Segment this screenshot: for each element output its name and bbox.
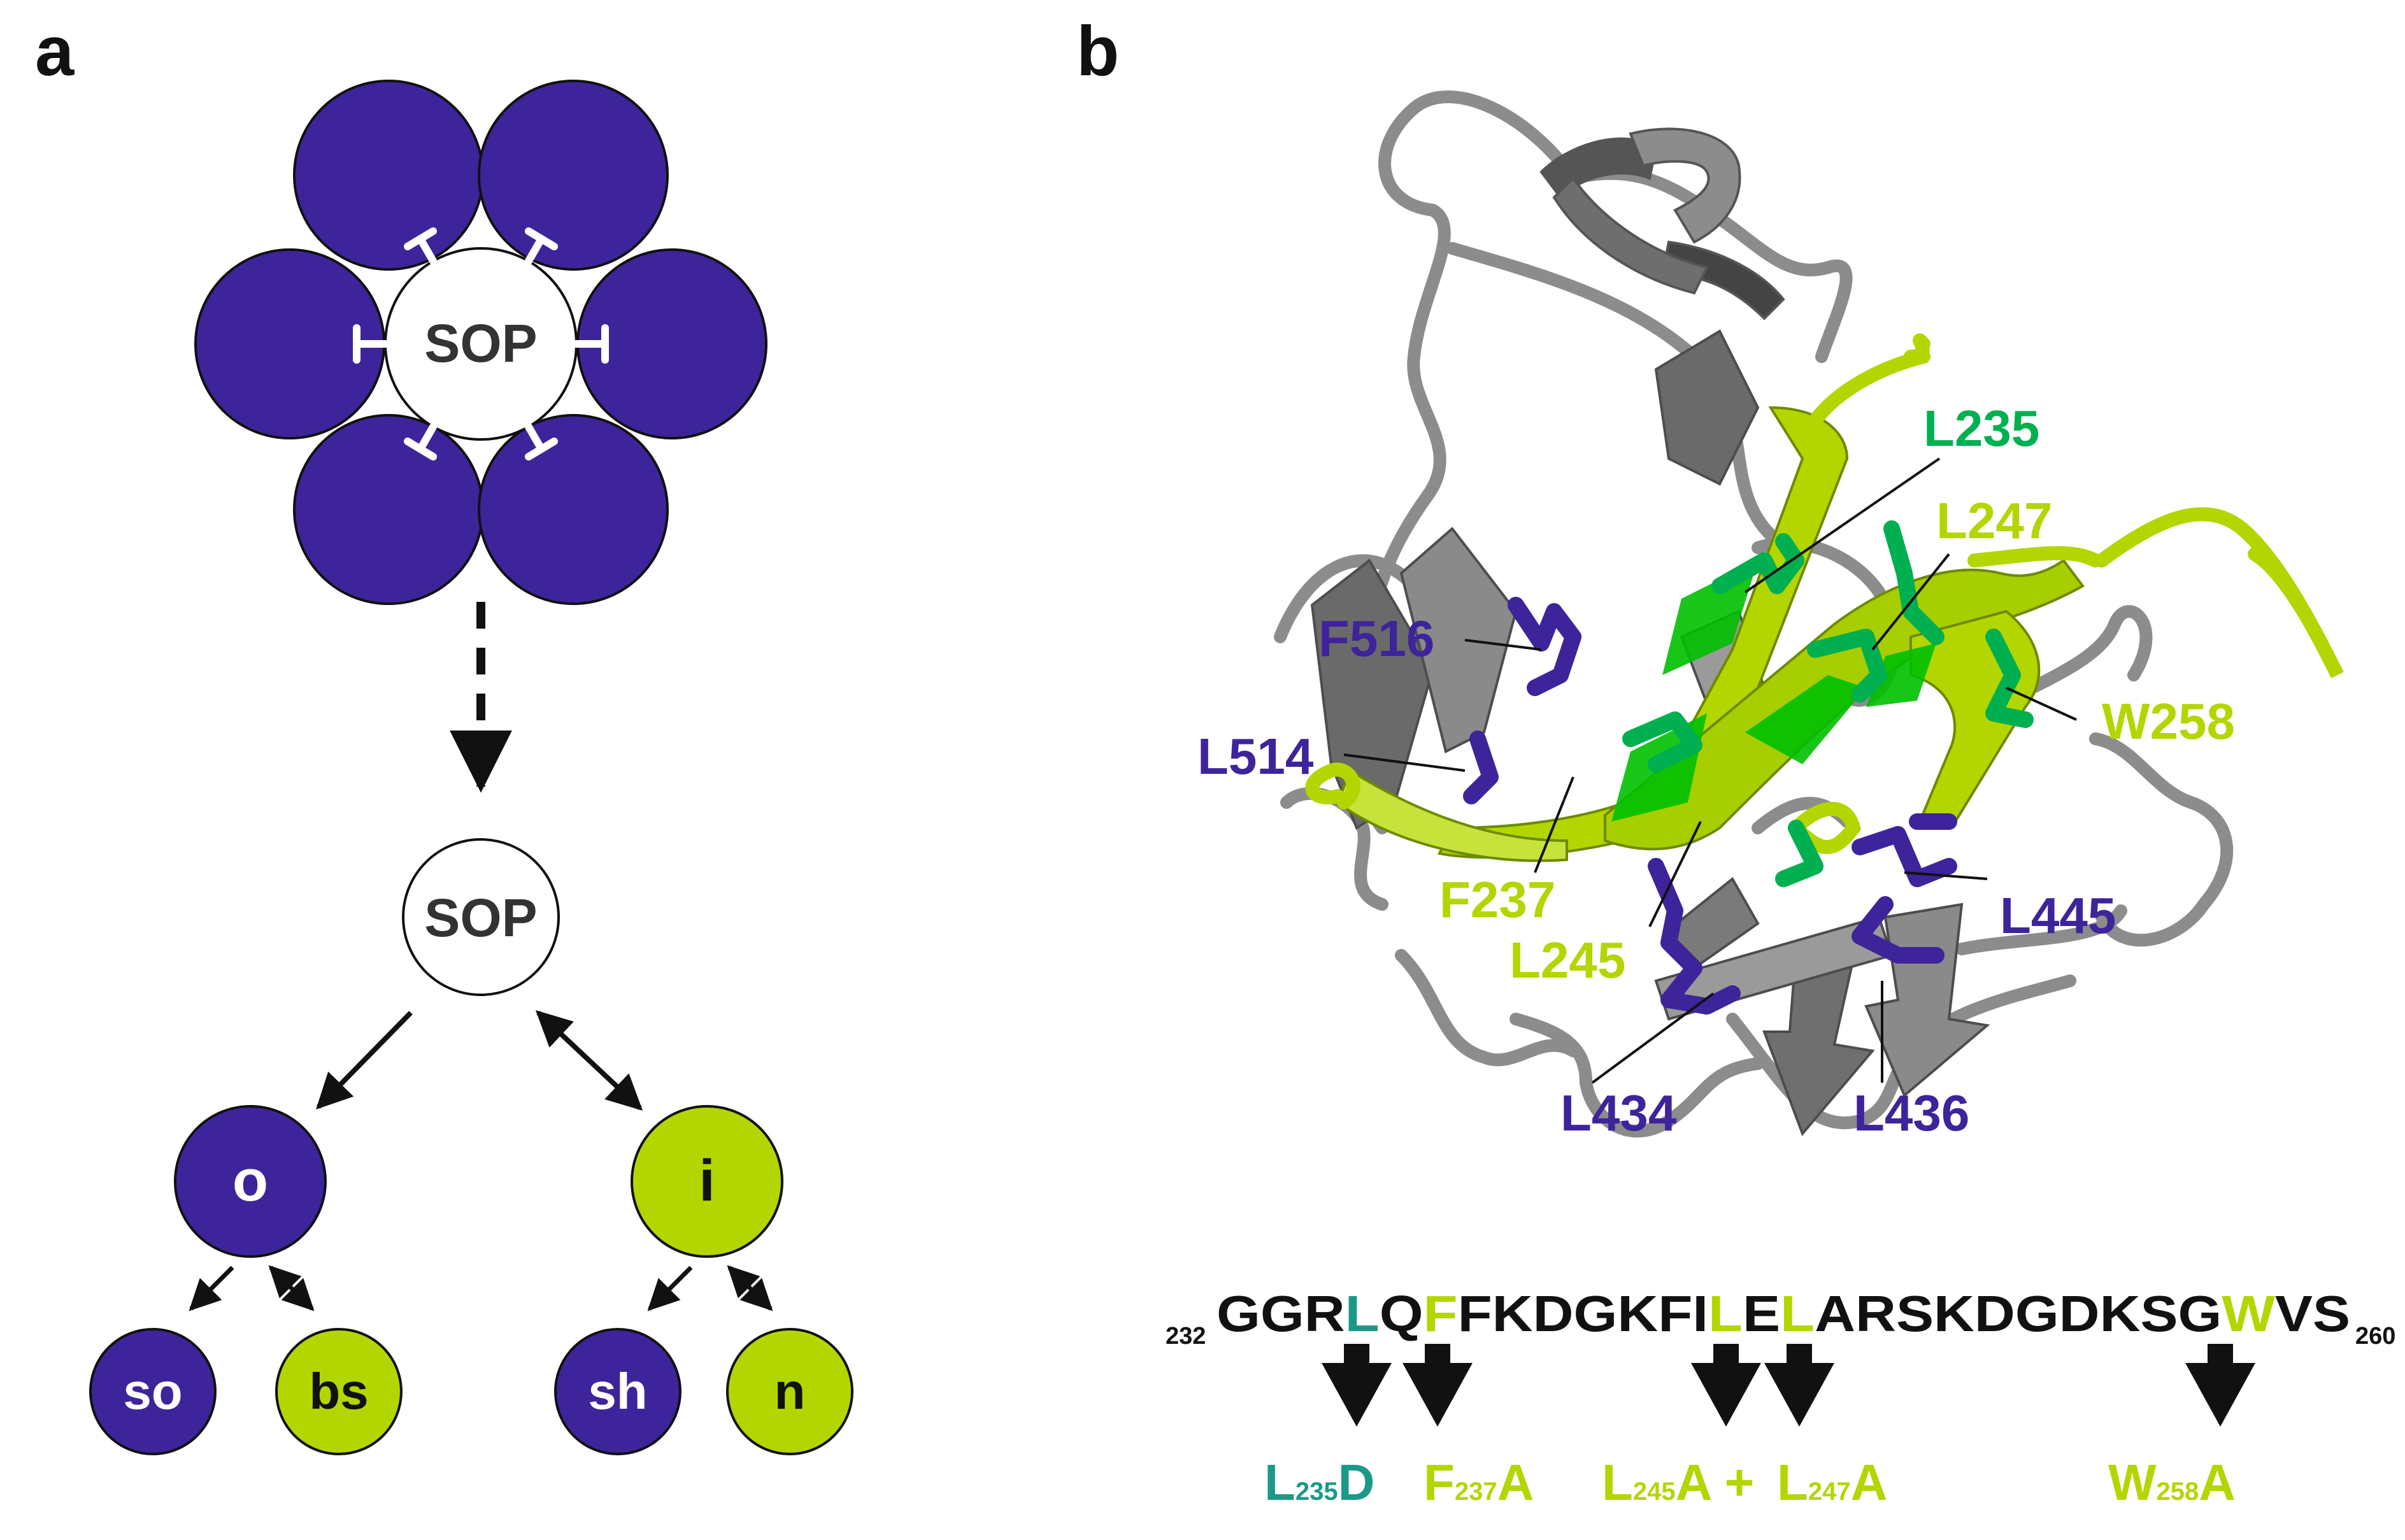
sh-node	[554, 1328, 682, 1455]
neighbor-cell	[478, 414, 669, 605]
mutation-labels: L235D F237A L245A + L247A W258A	[1264, 1454, 2236, 1511]
arrow-i-sh	[647, 1266, 693, 1311]
residue-labels: L235 L247 F516 W258 L514 F237 L245 L445 …	[1197, 400, 2235, 1141]
sop-node-label: SOP	[424, 888, 537, 948]
mutation-arrow	[1402, 1344, 1473, 1427]
seq-segment: FKDGKFI	[1458, 1285, 1708, 1342]
seq-residue-l235: L	[1345, 1285, 1380, 1342]
sop-node	[402, 838, 560, 996]
panel-b-label: b	[1076, 12, 1119, 90]
neighbor-cell	[293, 414, 484, 605]
arrow-to-o	[316, 1011, 413, 1110]
i-node-label: i	[699, 1148, 715, 1213]
mutation-arrow	[2185, 1344, 2255, 1427]
mutation-f237a: F237A	[1424, 1454, 1534, 1511]
mutation-arrow	[1322, 1344, 1392, 1427]
residue-label-l436: L436	[1853, 1085, 1969, 1141]
seq-residue-f237: F	[1424, 1285, 1458, 1342]
seq-segment: E	[1743, 1285, 1780, 1342]
mutation-arrow	[1691, 1344, 1761, 1427]
i-node	[631, 1105, 783, 1258]
seq-segment: GGR	[1217, 1285, 1345, 1342]
mutation-l245a: L245A +	[1602, 1454, 1754, 1511]
gray-helix	[1539, 127, 1785, 320]
mutation-arrows	[1322, 1344, 2255, 1427]
cluster-center-label: SOP	[424, 313, 537, 373]
bs-node-label: bs	[309, 1363, 368, 1420]
so-node	[89, 1328, 217, 1455]
double-arrow-o-bs	[268, 1265, 315, 1311]
seq-residue-l247: L	[1780, 1285, 1815, 1342]
residue-label-w258: W258	[2102, 693, 2235, 750]
leader-lines	[1343, 457, 2077, 1084]
lime-loops	[1305, 333, 2344, 854]
seq-residue-l245: L	[1708, 1285, 1743, 1342]
o-node-label: o	[232, 1148, 268, 1213]
protein-ribbon-structure	[1274, 90, 2344, 1138]
residue-label-f516: F516	[1318, 610, 1434, 667]
arrow-o-so	[189, 1266, 234, 1311]
purple-side-chains	[1463, 597, 1957, 1015]
mutation-w258a: W258A	[2108, 1454, 2236, 1511]
sh-node-label: sh	[588, 1363, 647, 1420]
residue-label-l247: L247	[1936, 492, 2052, 549]
panel-a-label: a	[35, 12, 75, 90]
green-side-chains	[1622, 520, 2034, 887]
residue-label-l514: L514	[1197, 728, 1314, 785]
sequence-start-index: 232	[1166, 1323, 1206, 1350]
double-arrow-to-i	[535, 1010, 643, 1111]
bs-node	[275, 1328, 403, 1455]
sop-cluster	[194, 80, 767, 605]
so-node-label: so	[123, 1363, 182, 1420]
residue-label-l445: L445	[2000, 887, 2116, 944]
mutation-arrow	[1764, 1344, 1834, 1427]
seq-segment: ARSKDGDKSG	[1815, 1285, 2222, 1342]
n-node-label: n	[774, 1363, 806, 1420]
mutation-l235d: L235D	[1264, 1454, 1374, 1511]
neighbor-cell	[293, 80, 484, 271]
seq-residue-w258: W	[2222, 1285, 2275, 1342]
seq-segment: Q	[1380, 1285, 1424, 1342]
o-node	[174, 1105, 327, 1258]
double-arrow-i-n	[727, 1265, 773, 1311]
sequence-end-index: 260	[2355, 1323, 2395, 1350]
neighbor-cell	[478, 80, 669, 271]
seq-segment: VS	[2275, 1285, 2350, 1342]
residue-label-l434: L434	[1560, 1085, 1677, 1141]
residue-label-f237: F237	[1439, 871, 1555, 928]
mutation-l247a: L247A	[1777, 1454, 1887, 1511]
n-node	[726, 1328, 853, 1455]
residue-label-l245: L245	[1509, 932, 1625, 988]
inhibition-marks	[353, 227, 609, 460]
residue-label-l235: L235	[1923, 400, 2039, 457]
